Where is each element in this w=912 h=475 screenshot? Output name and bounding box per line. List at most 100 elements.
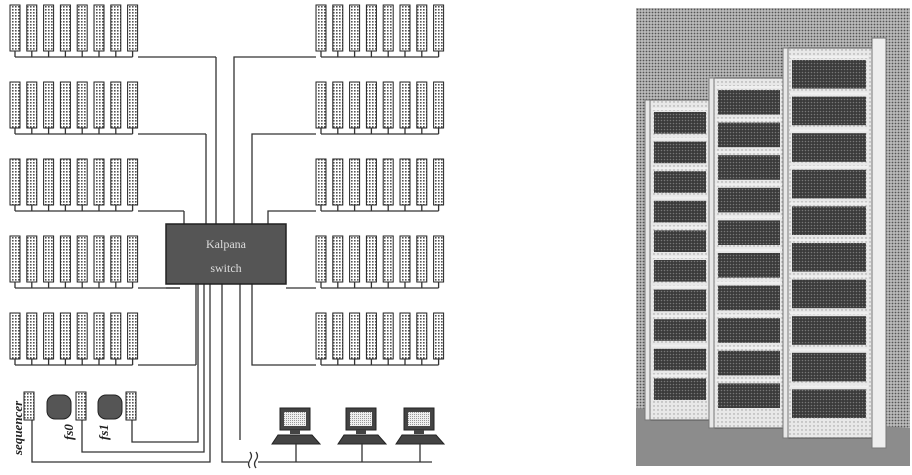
processor-node: [77, 5, 87, 51]
rack-shelf: [718, 90, 780, 115]
server-node: [24, 392, 34, 420]
processor-node: [77, 159, 87, 205]
processor-node: [383, 236, 393, 282]
processor-node: [60, 313, 70, 359]
rack-shelf: [792, 280, 866, 309]
rack-shelf: [654, 349, 706, 371]
processor-node: [44, 236, 54, 282]
processor-node: [434, 159, 444, 205]
wire: [252, 284, 316, 365]
processor-node: [111, 5, 121, 51]
monitor-stand: [290, 430, 300, 434]
processor-node: [366, 5, 376, 51]
wire: [32, 284, 210, 462]
processor-node: [333, 236, 343, 282]
processor-node: [77, 236, 87, 282]
break-symbol-icon: [249, 452, 258, 468]
processor-node: [94, 313, 104, 359]
switch-label-line2: switch: [210, 261, 241, 275]
node-group: [316, 159, 444, 211]
processor-node: [94, 5, 104, 51]
processor-node: [94, 82, 104, 128]
processor-node: [383, 82, 393, 128]
processor-node: [434, 5, 444, 51]
rack-post: [645, 100, 650, 420]
processor-node: [434, 82, 444, 128]
rack-shelf: [792, 389, 866, 418]
processor-node: [333, 313, 343, 359]
processor-node: [333, 159, 343, 205]
processor-node: [400, 159, 410, 205]
processor-node: [60, 5, 70, 51]
rack-shelf: [654, 142, 706, 164]
monitor-stand: [414, 430, 424, 434]
kalpana-switch: Kalpana switch: [166, 224, 286, 284]
processor-node: [366, 236, 376, 282]
rack-shelf: [792, 243, 866, 272]
processor-nodes: [10, 5, 444, 420]
processor-node: [128, 5, 138, 51]
processor-node: [10, 5, 20, 51]
rack-shelf: [718, 286, 780, 311]
rack-post: [783, 48, 788, 438]
processor-node: [60, 236, 70, 282]
processor-node: [434, 313, 444, 359]
processor-node: [417, 236, 427, 282]
rack-shelf: [718, 318, 780, 343]
processor-node: [27, 5, 37, 51]
processor-node: [44, 82, 54, 128]
processor-node: [44, 159, 54, 205]
server-node: [76, 392, 86, 420]
processor-node: [400, 236, 410, 282]
workstation-icon: [396, 408, 444, 462]
processor-node: [350, 313, 360, 359]
rack-shelf: [792, 170, 866, 199]
processor-node: [128, 159, 138, 205]
node-group: [10, 82, 138, 134]
wire: [132, 284, 198, 442]
processor-node: [27, 82, 37, 128]
monitor-screen: [350, 412, 372, 426]
processor-node: [10, 313, 20, 359]
processor-node: [10, 236, 20, 282]
wire: [268, 211, 316, 224]
rack-shelf: [792, 316, 866, 345]
processor-node: [10, 82, 20, 128]
processor-node: [94, 236, 104, 282]
monitor-stand: [356, 430, 366, 434]
processor-node: [27, 159, 37, 205]
rack-shelf: [654, 201, 706, 223]
rack-shelf: [654, 290, 706, 312]
rack-shelf: [792, 353, 866, 382]
processor-node: [366, 313, 376, 359]
processor-node: [350, 82, 360, 128]
processor-node: [434, 236, 444, 282]
rack-cabinet: [709, 78, 786, 428]
rack-shelf: [654, 260, 706, 282]
rack-shelf: [718, 351, 780, 376]
wire: [234, 57, 316, 224]
rack-post: [709, 78, 714, 428]
keyboard: [338, 435, 386, 444]
node-group: [10, 159, 138, 211]
processor-node: [316, 236, 326, 282]
processor-node: [417, 5, 427, 51]
processor-node: [27, 236, 37, 282]
rack-shelf: [654, 378, 706, 400]
workstations: [272, 408, 444, 462]
processor-node: [383, 313, 393, 359]
processor-node: [400, 313, 410, 359]
processor-node: [128, 82, 138, 128]
rack-shelf: [718, 253, 780, 278]
fs1-disk-icon: [98, 395, 122, 419]
rack-shelf: [792, 206, 866, 235]
node-group: [10, 236, 138, 288]
monitor-screen: [408, 412, 430, 426]
keyboard: [396, 435, 444, 444]
node-group: [316, 313, 444, 365]
processor-node: [417, 313, 427, 359]
fs0-label: fs0: [61, 424, 76, 440]
processor-node: [417, 159, 427, 205]
processor-node: [316, 82, 326, 128]
processor-node: [60, 82, 70, 128]
